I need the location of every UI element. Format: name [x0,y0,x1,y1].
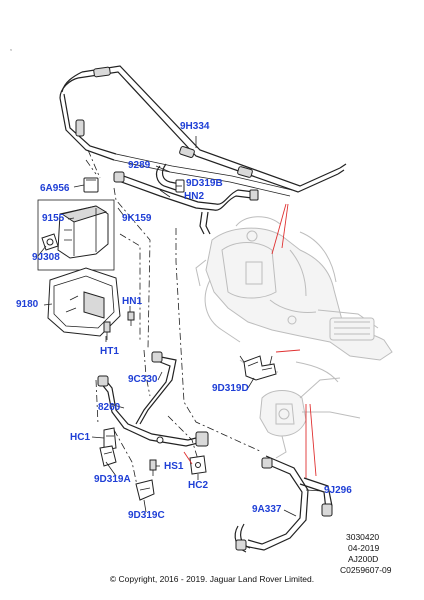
fuel-line-9h334 [59,65,347,197]
fuel-line-9j296 [243,455,333,551]
callout-9k159: 9K159 [122,213,152,224]
red-leaders [183,203,317,478]
callout-9d319c: 9D319C [128,510,165,521]
callout-9h334: 9H334 [180,121,210,132]
fuel-line-9289 [113,171,259,235]
fuel-line-8260 [97,375,209,447]
filter-assembly-box [37,199,115,271]
copyright-notice: © Copyright, 2016 - 2019. Jaguar Land Ro… [109,574,315,584]
bracket-9d319a [99,445,117,467]
callout-6a956: 6A956 [40,183,70,194]
callout-9d319a: 9D319A [94,474,131,485]
callout-hn1: HN1 [122,296,143,307]
cover-9180 [47,267,121,337]
diagram-date: 04-2019 [348,543,380,553]
callout-9a337: 9A337 [252,504,282,515]
diagram-code: AJ200D [348,554,379,564]
diagram-ref: C0259607-09 [340,565,392,575]
clip-hc2 [189,455,207,475]
callout-ht1: HT1 [100,346,119,357]
callout-8260: 8260 [98,402,121,413]
callout-9180: 9180 [16,299,39,310]
fastener-hs1 [149,459,157,476]
callout-9c330: 9C330 [128,374,158,385]
callout-leaders [37,136,323,517]
bracket-9d319c [135,479,155,501]
callout-9d319b: 9D319B [186,178,223,189]
diagram-number: 3030420 [346,532,380,542]
sensor-6a956 [83,177,99,193]
callout-9d319d: 9D319D [212,383,249,394]
fastener-ht1 [103,321,111,340]
guide-lines [85,149,263,491]
callout-9j308: 9J308 [32,252,60,263]
callout-hc1: HC1 [70,432,91,443]
clip-hc1 [103,427,117,451]
fastener-hn1 [127,311,135,326]
fuel-line-9a337 [234,523,251,553]
bracket-9d319d [239,355,277,381]
callout-9155: 9155 [42,213,65,224]
callout-hn2: HN2 [184,191,205,202]
engine-ghost-outline [195,216,393,459]
svg-text:,: , [10,45,12,52]
callout-9j296: 9J296 [324,485,352,496]
callout-hc2: HC2 [188,480,209,491]
fuel-line-9c330 [135,351,177,425]
callout-hs1: HS1 [164,461,184,472]
callout-9289: 9289 [128,160,151,171]
